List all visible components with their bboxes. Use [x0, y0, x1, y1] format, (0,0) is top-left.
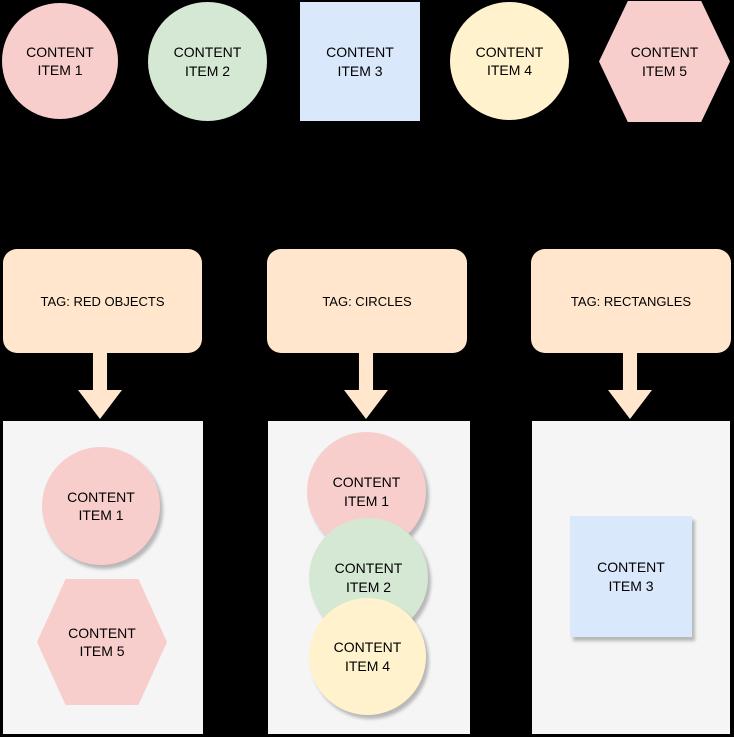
content-item-4-circle: CONTENT ITEM 4 [450, 2, 569, 120]
tag-label: TAG: RECTANGLES [570, 293, 692, 309]
shape-label: CONTENT ITEM 4 [333, 639, 402, 674]
tag-label: TAG: CIRCLES [322, 293, 412, 309]
content-item-1-circle: CONTENT ITEM 1 [2, 3, 118, 119]
content-item-1-circle: CONTENT ITEM 1 [42, 447, 160, 565]
container-red-objects: CONTENT ITEM 1 CONTENT ITEM 5 [3, 421, 203, 734]
shape-label: CONTENT ITEM 1 [26, 43, 94, 78]
shape-label: CONTENT ITEM 1 [67, 488, 135, 523]
shape-label: CONTENT ITEM 3 [597, 559, 665, 594]
content-item-5-hexagon: CONTENT ITEM 5 [37, 579, 167, 705]
content-item-5-hexagon: CONTENT ITEM 5 [599, 1, 730, 122]
content-item-2-circle: CONTENT ITEM 2 [148, 2, 267, 121]
down-arrow-icon [344, 353, 388, 419]
container-circles: CONTENT ITEM 1 CONTENT ITEM 2 CONTENT IT… [268, 421, 470, 734]
shape-label: CONTENT ITEM 3 [326, 44, 394, 79]
shape-label: CONTENT ITEM 4 [475, 43, 544, 78]
tag-rectangles: TAG: RECTANGLES [531, 249, 731, 353]
shape-label: CONTENT ITEM 1 [332, 474, 401, 509]
down-arrow-icon [78, 353, 122, 419]
down-arrow-icon [608, 353, 652, 419]
shape-label: CONTENT ITEM 5 [68, 624, 136, 659]
shape-label: CONTENT ITEM 2 [334, 560, 403, 595]
content-item-3-square: CONTENT ITEM 3 [570, 516, 692, 637]
container-rectangles: CONTENT ITEM 3 [532, 421, 730, 734]
tag-red-objects: TAG: RED OBJECTS [3, 249, 202, 353]
content-item-4-circle: CONTENT ITEM 4 [309, 598, 426, 715]
tag-circles: TAG: CIRCLES [267, 249, 467, 353]
content-item-3-square: CONTENT ITEM 3 [300, 2, 420, 121]
shape-label: CONTENT ITEM 2 [173, 44, 242, 79]
shape-label: CONTENT ITEM 5 [630, 44, 699, 79]
tag-label: TAG: RED OBJECTS [40, 293, 165, 309]
